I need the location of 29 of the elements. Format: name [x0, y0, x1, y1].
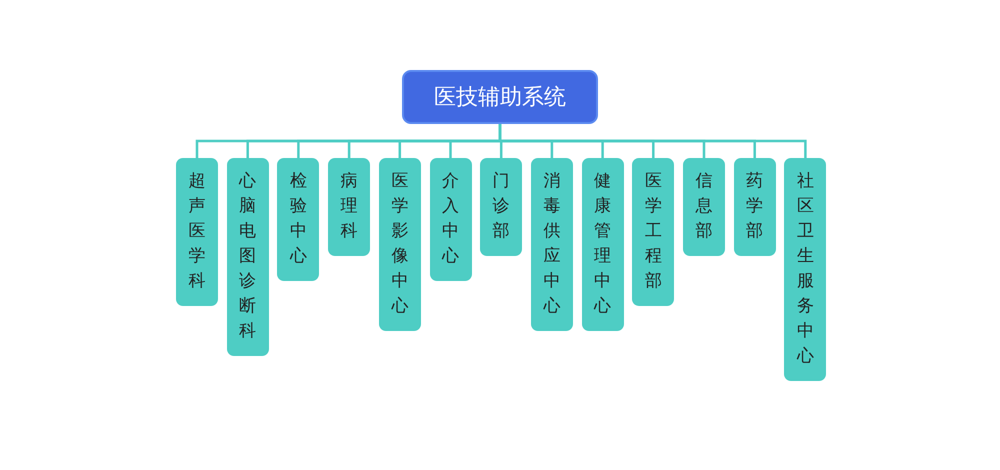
department-box [328, 158, 370, 256]
title-text: 医技辅助系统 [434, 84, 566, 112]
department-name: 病理科 [340, 170, 358, 243]
department-box [277, 158, 320, 281]
department-name: 健康管理中心 [594, 170, 612, 318]
department-box [226, 158, 269, 356]
department-box [734, 158, 776, 256]
department-name: 检验中心 [290, 170, 307, 268]
connector-line [498, 124, 807, 158]
root-box [402, 70, 598, 124]
department-name: 社区卫生服务中心 [796, 170, 814, 368]
department-name: 药学部 [746, 170, 764, 243]
department-name: 心脑电图诊断科 [239, 170, 256, 343]
department-name: 医学影像中心 [391, 170, 408, 318]
department-box [480, 158, 522, 256]
department-name: 介入中心 [442, 170, 459, 268]
department-box [582, 158, 624, 331]
department-box [176, 158, 218, 306]
department-name: 超声医学科 [188, 170, 206, 293]
department-box [530, 158, 573, 331]
department-name: 消毒供应中心 [543, 170, 560, 318]
department-box [683, 158, 725, 256]
department-box [430, 158, 472, 281]
department-name: 门诊部 [492, 170, 510, 243]
department-box [378, 158, 421, 331]
department-name: 医学工程部 [644, 170, 662, 293]
department-name: 信息部 [696, 170, 712, 243]
department-box [632, 158, 674, 306]
department-box [784, 158, 826, 381]
